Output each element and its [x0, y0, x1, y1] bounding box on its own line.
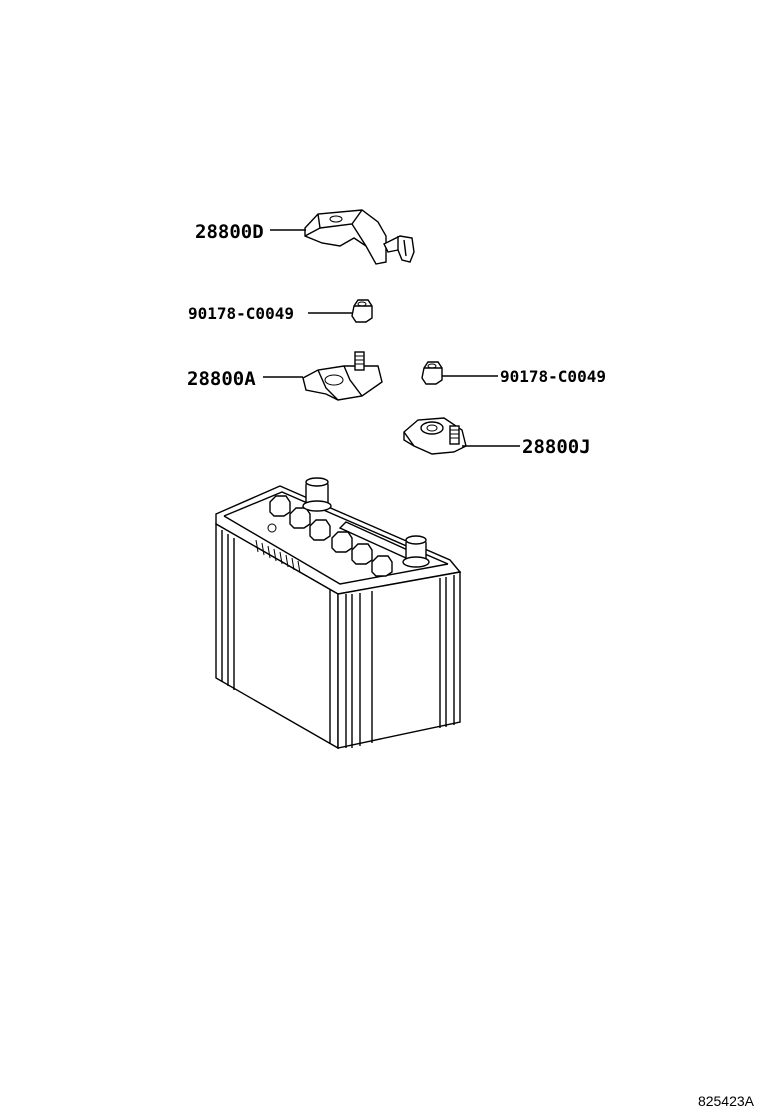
positive-terminal-drawing [403, 417, 520, 455]
part-label-nut-upper: 90178-C0049 [188, 304, 294, 323]
reference-code: 825423A [698, 1093, 755, 1109]
negative-terminal-drawing [263, 351, 383, 401]
nut-upper-drawing [308, 299, 373, 323]
terminal-cover-drawing [270, 209, 415, 265]
part-label-nut-right: 90178-C0049 [500, 367, 606, 386]
nut-right-drawing [421, 361, 498, 385]
part-label-cover: 28800D [195, 221, 264, 243]
part-label-terminal-negative: 28800A [187, 368, 256, 390]
battery-drawing [215, 477, 462, 750]
part-label-terminal-positive: 28800J [522, 436, 591, 458]
